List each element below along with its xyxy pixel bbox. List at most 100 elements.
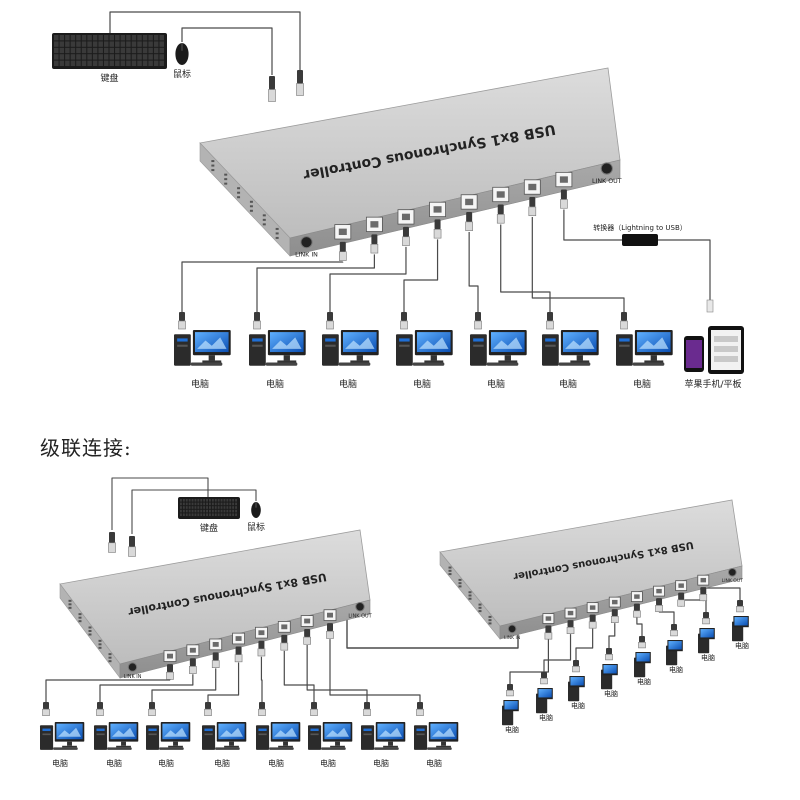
key [220,502,223,506]
plug-metal [326,320,334,330]
plug-body [281,634,288,643]
key [159,35,164,41]
key [109,60,115,66]
usb-plug-icon [416,702,424,716]
tower-slot [252,344,263,347]
key [214,502,217,506]
key [103,35,109,41]
usb-cable [575,628,594,662]
tower-slot [399,344,410,347]
keyboard-cable [111,477,209,530]
key [229,506,232,509]
plug-body [589,614,596,622]
monitor-neck [335,741,340,746]
key [54,41,59,47]
key [142,60,148,66]
usb-plug-icon [610,609,619,623]
usb-cable [256,254,375,312]
plug-metal [416,708,424,716]
vent-hole [262,223,266,226]
pc-icon [396,330,453,366]
key [217,509,220,513]
usb-plug-icon [702,612,710,625]
key [120,35,126,41]
usb-plug-icon [42,702,50,716]
key [194,502,197,506]
key [76,54,81,60]
monitor-neck [229,741,234,746]
plug-body [611,609,618,617]
key [103,41,109,47]
screen-wave [345,337,375,349]
key [120,41,126,47]
pc-label: 电脑 [571,701,585,710]
plug-metal [670,629,678,637]
link-in-jack[interactable] [507,624,517,634]
tower-light [177,338,188,342]
tower [256,725,270,750]
key [92,35,98,41]
plug-metal [474,320,482,330]
plug-body [311,702,317,710]
keyboard-mini [265,362,298,366]
link-out-jack[interactable] [355,602,365,612]
plug-metal [572,665,580,673]
usb-port-inner [338,228,347,236]
monitor-stand [277,360,297,363]
cable-layer [45,11,741,702]
link-out-jack[interactable] [600,162,613,175]
plug-metal [257,648,266,657]
pc-tower-icon [568,676,585,702]
monitor-stand [350,360,370,363]
monitor-neck [576,355,583,361]
plug-body [179,312,185,321]
plug-body [109,532,115,543]
key [180,509,182,513]
tower [40,725,54,750]
monitor-stand [278,745,293,748]
plug-metal [148,708,156,716]
key [191,509,194,513]
link-in-jack[interactable] [127,662,138,672]
monitor-stand [202,360,222,363]
screen-wave [112,727,135,737]
usb-plug-icon [128,536,136,557]
usb-plug-icon [506,684,514,697]
link-out-jack[interactable] [727,567,737,577]
usb-port-inner [567,610,574,616]
pc-label: 电脑 [559,378,577,390]
plug-body [547,312,553,321]
pc-label: 电脑 [633,378,651,390]
screen-wave [565,337,595,349]
key [120,47,126,54]
plug-body [97,702,103,710]
plug-body [254,312,260,321]
key [220,513,223,516]
key [131,47,137,54]
vent-hole [88,630,92,632]
vent-hole [68,603,72,606]
tower [308,725,322,750]
key [197,502,200,506]
usb-cable [658,239,711,300]
vent-hole [275,227,279,230]
key [200,502,203,506]
usb-plug-icon [166,664,174,680]
key [126,41,131,47]
key [159,47,164,54]
link-out-label: LINK OUT [722,578,743,584]
plug-body [189,658,196,667]
usb-plug-icon [189,658,197,674]
key [185,506,188,509]
key [103,60,109,66]
plug-metal [702,617,710,625]
pc-tower-icon [732,616,749,642]
key [180,502,182,506]
usb-port-inner [433,206,442,213]
vent-hole [488,622,492,625]
tower-slot [148,733,157,736]
key [65,60,70,66]
key [223,502,226,506]
link-in-jack[interactable] [300,236,313,249]
